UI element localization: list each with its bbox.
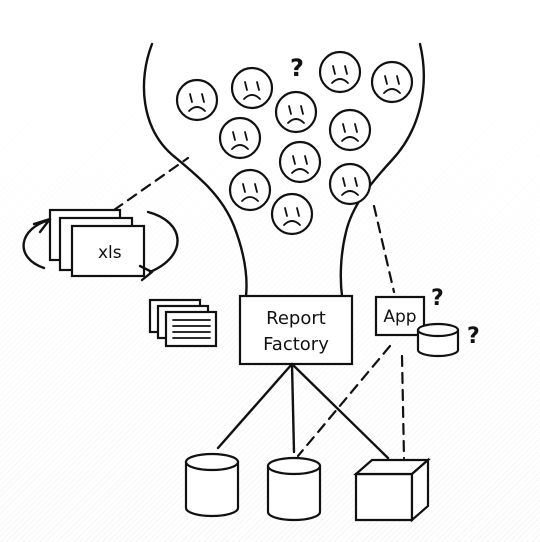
question-mark-app: ? <box>431 286 444 311</box>
report-stack-icon <box>148 298 218 348</box>
unhappy-faces-group <box>175 50 414 236</box>
sad-face-icon <box>228 168 272 212</box>
sad-face-icon <box>328 162 372 206</box>
dashed-link-spreadsheet-funnel <box>112 156 190 212</box>
circular-arrow-left-icon <box>22 217 52 270</box>
cube-icon <box>353 457 431 523</box>
question-mark-db: ? <box>467 324 480 349</box>
report-factory-label-line2: Factory <box>263 334 329 355</box>
sad-face-icon <box>175 78 219 122</box>
spreadsheet-stack: xls <box>48 208 146 278</box>
sad-face-icon <box>270 192 314 236</box>
question-mark-top: ? <box>290 54 304 82</box>
sad-face-icon <box>230 66 274 110</box>
database-middle-icon <box>266 456 322 522</box>
sad-face-icon <box>328 108 372 152</box>
dashed-connections <box>296 344 406 460</box>
sad-face-icon <box>274 90 318 134</box>
database-left-icon <box>184 452 240 518</box>
sad-face-icon <box>218 116 262 160</box>
app-label: App <box>383 307 416 327</box>
app-database-icon <box>416 322 460 358</box>
circular-arrow-right-icon <box>138 210 179 282</box>
report-factory-label-line1: Report <box>266 308 326 329</box>
spreadsheet-label: xls <box>98 243 122 263</box>
sad-face-icon <box>370 60 414 104</box>
report-factory-box: Report Factory <box>238 294 354 366</box>
solid-connections <box>216 362 390 460</box>
app-box: App <box>374 295 426 337</box>
sad-face-icon <box>318 50 362 94</box>
sad-face-icon <box>278 140 322 184</box>
dashed-link-funnel-app <box>372 204 396 294</box>
